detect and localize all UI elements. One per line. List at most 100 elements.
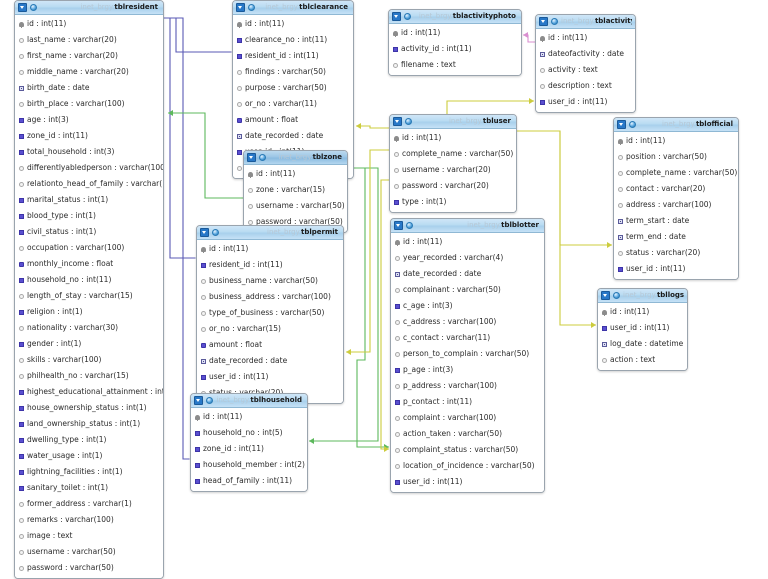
field-row[interactable]: date_recorded : date xyxy=(233,128,353,144)
field-row[interactable]: marital_status : int(1) xyxy=(15,192,163,208)
field-row[interactable]: complete_name : varchar(50) xyxy=(390,146,516,162)
collapse-chevron-down-icon[interactable] xyxy=(539,17,548,26)
table-header-tblresident[interactable]: inet_brgy.tblresident xyxy=(15,1,163,15)
field-row[interactable]: relationto_head_of_family : varchar(15) xyxy=(15,176,163,192)
field-row[interactable]: dwelling_type : int(1) xyxy=(15,432,163,448)
field-row[interactable]: user_id : int(11) xyxy=(598,320,687,336)
table-header-tblactivity[interactable]: inet_brgy.tblactivity xyxy=(536,15,635,29)
field-row[interactable]: username : varchar(50) xyxy=(15,544,163,560)
field-row[interactable]: blood_type : int(1) xyxy=(15,208,163,224)
field-row[interactable]: birth_place : varchar(100) xyxy=(15,96,163,112)
field-row[interactable]: id : int(11) xyxy=(614,133,738,149)
field-row[interactable]: user_id : int(11) xyxy=(197,369,343,385)
collapse-chevron-down-icon[interactable] xyxy=(394,221,403,230)
collapse-chevron-down-icon[interactable] xyxy=(247,153,256,162)
table-header-tbllogs[interactable]: inet_brgy.tbllogs xyxy=(598,289,687,303)
table-header-tblhousehold[interactable]: inet_brgy.tblhousehold xyxy=(191,394,307,408)
field-row[interactable]: username : varchar(50) xyxy=(244,198,347,214)
field-row[interactable]: total_household : int(3) xyxy=(15,144,163,160)
field-row[interactable]: status : varchar(20) xyxy=(614,245,738,261)
collapse-chevron-down-icon[interactable] xyxy=(393,117,402,126)
field-row[interactable]: sanitary_toilet : int(1) xyxy=(15,480,163,496)
field-row[interactable]: first_name : varchar(20) xyxy=(15,48,163,64)
field-row[interactable]: user_id : int(11) xyxy=(614,261,738,277)
field-row[interactable]: business_address : varchar(100) xyxy=(197,289,343,305)
field-row[interactable]: id : int(11) xyxy=(389,25,521,41)
table-header-tblofficial[interactable]: inet_brgy.tblofficial xyxy=(614,118,738,132)
field-row[interactable]: activity_id : int(11) xyxy=(389,41,521,57)
collapse-chevron-down-icon[interactable] xyxy=(200,228,209,237)
field-row[interactable]: birth_date : date xyxy=(15,80,163,96)
field-row[interactable]: former_address : varchar(1) xyxy=(15,496,163,512)
field-row[interactable]: date_recorded : date xyxy=(391,266,544,282)
field-row[interactable]: last_name : varchar(20) xyxy=(15,32,163,48)
field-row[interactable]: middle_name : varchar(20) xyxy=(15,64,163,80)
field-row[interactable]: id : int(11) xyxy=(390,130,516,146)
field-row[interactable]: user_id : int(11) xyxy=(536,94,635,110)
field-row[interactable]: complete_name : varchar(50) xyxy=(614,165,738,181)
field-row[interactable]: id : int(11) xyxy=(536,30,635,46)
field-row[interactable]: clearance_no : int(11) xyxy=(233,32,353,48)
field-row[interactable]: position : varchar(50) xyxy=(614,149,738,165)
field-row[interactable]: type : int(1) xyxy=(390,194,516,210)
collapse-chevron-down-icon[interactable] xyxy=(18,3,27,12)
field-row[interactable]: activity : text xyxy=(536,62,635,78)
field-row[interactable]: c_address : varchar(100) xyxy=(391,314,544,330)
field-row[interactable]: occupation : varchar(100) xyxy=(15,240,163,256)
field-row[interactable]: year_recorded : varchar(4) xyxy=(391,250,544,266)
field-row[interactable]: age : int(3) xyxy=(15,112,163,128)
field-row[interactable]: term_start : date xyxy=(614,213,738,229)
field-row[interactable]: term_end : date xyxy=(614,229,738,245)
field-row[interactable]: action : text xyxy=(598,352,687,368)
field-row[interactable]: id : int(11) xyxy=(233,16,353,32)
field-row[interactable]: purpose : varchar(50) xyxy=(233,80,353,96)
field-row[interactable]: user_id : int(11) xyxy=(391,474,544,490)
field-row[interactable]: household_member : int(2) xyxy=(191,457,307,473)
field-row[interactable]: id : int(11) xyxy=(598,304,687,320)
collapse-chevron-down-icon[interactable] xyxy=(194,396,203,405)
field-row[interactable]: contact : varchar(20) xyxy=(614,181,738,197)
field-row[interactable]: differentlyabledperson : varchar(100) xyxy=(15,160,163,176)
field-row[interactable]: household_no : int(5) xyxy=(191,425,307,441)
field-row[interactable]: location_of_incidence : varchar(50) xyxy=(391,458,544,474)
field-row[interactable]: type_of_business : varchar(50) xyxy=(197,305,343,321)
field-row[interactable]: p_contact : int(11) xyxy=(391,394,544,410)
field-row[interactable]: log_date : datetime xyxy=(598,336,687,352)
field-row[interactable]: date_recorded : date xyxy=(197,353,343,369)
field-row[interactable]: image : text xyxy=(15,528,163,544)
field-row[interactable]: or_no : varchar(11) xyxy=(233,96,353,112)
field-row[interactable]: password : varchar(20) xyxy=(390,178,516,194)
field-row[interactable]: lightning_facilities : int(1) xyxy=(15,464,163,480)
field-row[interactable]: id : int(11) xyxy=(391,234,544,250)
field-row[interactable]: username : varchar(20) xyxy=(390,162,516,178)
field-row[interactable]: monthly_income : float xyxy=(15,256,163,272)
field-row[interactable]: c_age : int(3) xyxy=(391,298,544,314)
field-row[interactable]: p_address : varchar(100) xyxy=(391,378,544,394)
field-row[interactable]: zone_id : int(11) xyxy=(191,441,307,457)
field-row[interactable]: p_age : int(3) xyxy=(391,362,544,378)
field-row[interactable]: business_name : varchar(50) xyxy=(197,273,343,289)
field-row[interactable]: head_of_family : int(11) xyxy=(191,473,307,489)
field-row[interactable]: findings : varchar(50) xyxy=(233,64,353,80)
field-row[interactable]: zone_id : int(11) xyxy=(15,128,163,144)
field-row[interactable]: complaint : varchar(100) xyxy=(391,410,544,426)
table-header-tblpermit[interactable]: inet_brgy.tblpermit xyxy=(197,226,343,240)
field-row[interactable]: dateofactivity : date xyxy=(536,46,635,62)
field-row[interactable]: amount : float xyxy=(233,112,353,128)
field-row[interactable]: religion : int(1) xyxy=(15,304,163,320)
field-row[interactable]: land_ownership_status : int(1) xyxy=(15,416,163,432)
field-row[interactable]: nationality : varchar(30) xyxy=(15,320,163,336)
field-row[interactable]: id : int(11) xyxy=(244,166,347,182)
field-row[interactable]: description : text xyxy=(536,78,635,94)
field-row[interactable]: water_usage : int(1) xyxy=(15,448,163,464)
field-row[interactable]: remarks : varchar(100) xyxy=(15,512,163,528)
table-header-tblblotter[interactable]: inet_brgy.tblblotter xyxy=(391,219,544,233)
